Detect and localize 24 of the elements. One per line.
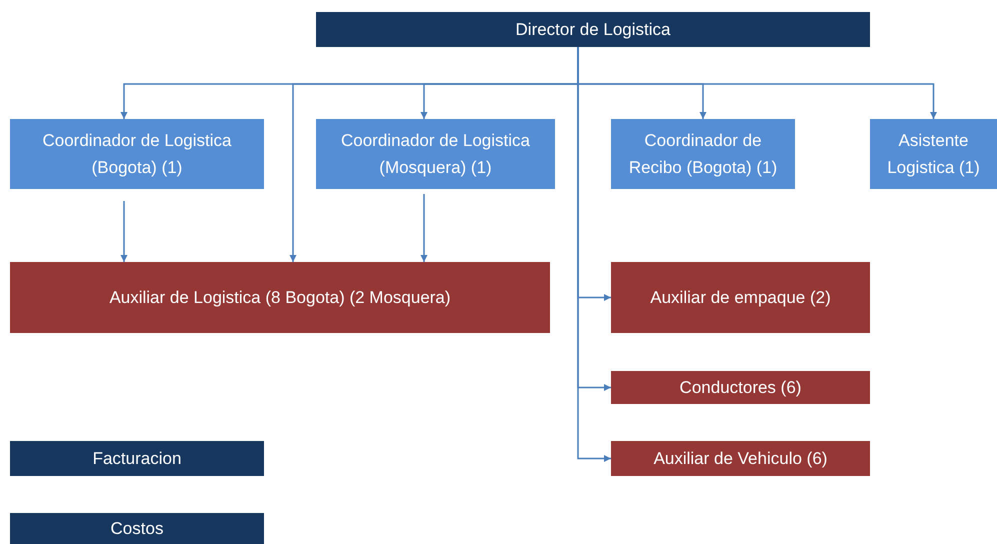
staff-box — [611, 371, 870, 404]
role-label: Coordinador de Recibo (Bogota) (1) — [628, 130, 778, 179]
role-label: Conductores (6) — [680, 376, 802, 399]
role-label: Coordinador de Logistica (Mosquera) (1) — [340, 130, 531, 179]
connector-arrow — [420, 194, 428, 262]
connector-arrow — [120, 201, 128, 262]
role-box — [10, 119, 264, 189]
role-box — [870, 119, 997, 189]
staff-box — [611, 262, 870, 333]
role-label: Auxiliar de Logistica (8 Bogota) (2 Mosquera) — [109, 286, 451, 309]
staff-box — [611, 441, 870, 476]
role-box — [316, 119, 555, 189]
title-box — [10, 513, 264, 544]
role-label: Coordinador de Logistica (Bogota) (1) — [41, 130, 232, 179]
role-label: Director de Logistica — [516, 18, 670, 41]
role-label: Costos — [110, 518, 164, 540]
role-label: Asistente Logistica (1) — [886, 130, 981, 179]
staff-box — [10, 262, 550, 333]
role-label: Auxiliar de Vehiculo (6) — [654, 448, 828, 470]
role-label: Auxiliar de empaque (2) — [650, 286, 831, 309]
title-box — [316, 12, 870, 47]
title-box — [10, 441, 264, 476]
role-label: Facturacion — [92, 448, 182, 470]
role-box — [611, 119, 795, 189]
